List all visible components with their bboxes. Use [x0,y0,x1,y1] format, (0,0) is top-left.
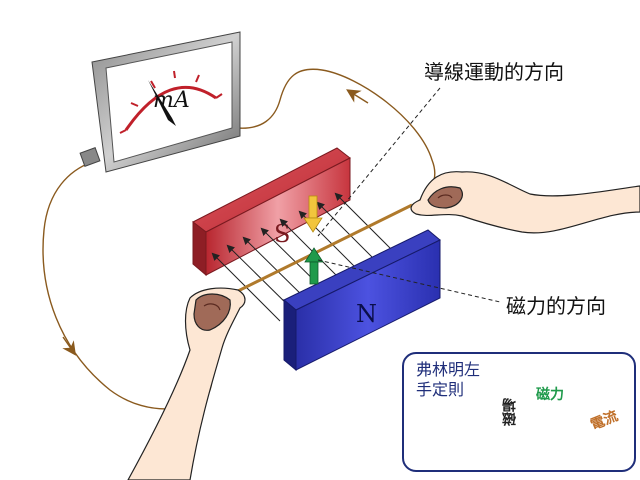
left-hand-rule-box: 弗林明左手定則 磁場 磁力 電流 [402,352,636,472]
right-hand [410,171,640,234]
current-arrow-top [346,89,369,104]
force-direction-label: 磁力的方向 [506,294,606,318]
milliammeter [79,31,241,173]
force-leader-line [317,259,501,303]
meter-unit-label: mA [153,88,190,113]
rule-title: 弗林明左手定則 [416,360,481,399]
force-axis-label: 磁力 [536,387,564,403]
north-pole-label: N [356,300,377,328]
motion-direction-arrow [303,195,323,233]
left-hand [127,287,246,480]
current-axis-label: 電流 [588,408,621,434]
current-arrow-left [62,336,76,356]
field-axis-label: 磁場 [502,398,518,426]
motion-leader-line [317,87,441,237]
motion-direction-label: 導線運動的方向 [424,60,564,84]
south-magnet [192,147,351,277]
force-direction-arrow [304,247,324,285]
conductor-rod [235,203,413,294]
